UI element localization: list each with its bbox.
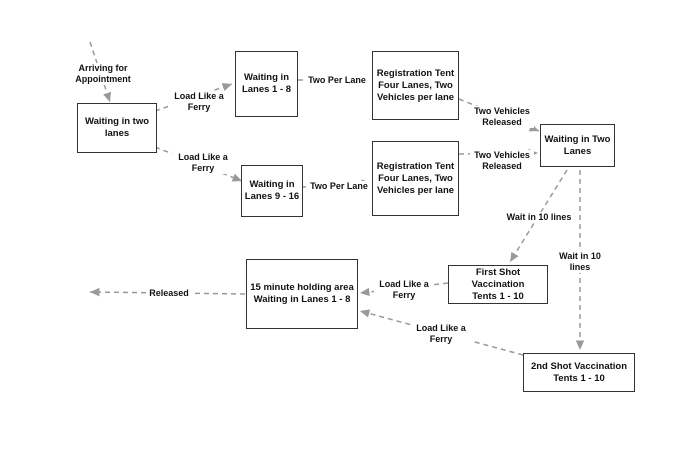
node-holding-area: 15 minute holding area Waiting in Lanes …	[246, 259, 358, 329]
label-released-bottom: Two Vehicles Released	[470, 150, 534, 172]
label-ferry-bottom: Load Like a Ferry	[172, 152, 234, 174]
label-released-final: Released	[146, 288, 192, 299]
label-wait-10-left: Wait in 10 lines	[503, 212, 575, 223]
label-ferry-first: Load Like a Ferry	[374, 279, 434, 301]
label-released-top: Two Vehicles Released	[470, 106, 534, 128]
node-second-shot-vaccination: 2nd Shot Vaccination Tents 1 - 10	[523, 353, 635, 392]
node-waiting-two-lanes: Waiting in two lanes	[77, 103, 157, 153]
label-arriving: Arriving for Appointment	[70, 63, 136, 85]
node-first-shot-vaccination: First Shot Vaccination Tents 1 - 10	[448, 265, 548, 304]
node-registration-tent-bottom: Registration Tent Four Lanes, Two Vehicl…	[372, 141, 459, 216]
node-waiting-lanes-9-16: Waiting in Lanes 9 - 16	[241, 165, 303, 217]
node-registration-tent-top: Registration Tent Four Lanes, Two Vehicl…	[372, 51, 459, 120]
node-waiting-lanes-1-8: Waiting in Lanes 1 - 8	[235, 51, 298, 117]
label-ferry-second: Load Like a Ferry	[411, 323, 471, 345]
label-two-per-lane-top: Two Per Lane	[304, 75, 370, 86]
arrow-released-final	[89, 287, 246, 297]
label-two-per-lane-bottom: Two Per Lane	[306, 181, 372, 192]
label-wait-10-right: Wait in 10 lines	[553, 251, 607, 273]
label-ferry-top: Load Like a Ferry	[168, 91, 230, 113]
node-waiting-in-two-lanes-right: Waiting in Two Lanes	[540, 124, 615, 167]
